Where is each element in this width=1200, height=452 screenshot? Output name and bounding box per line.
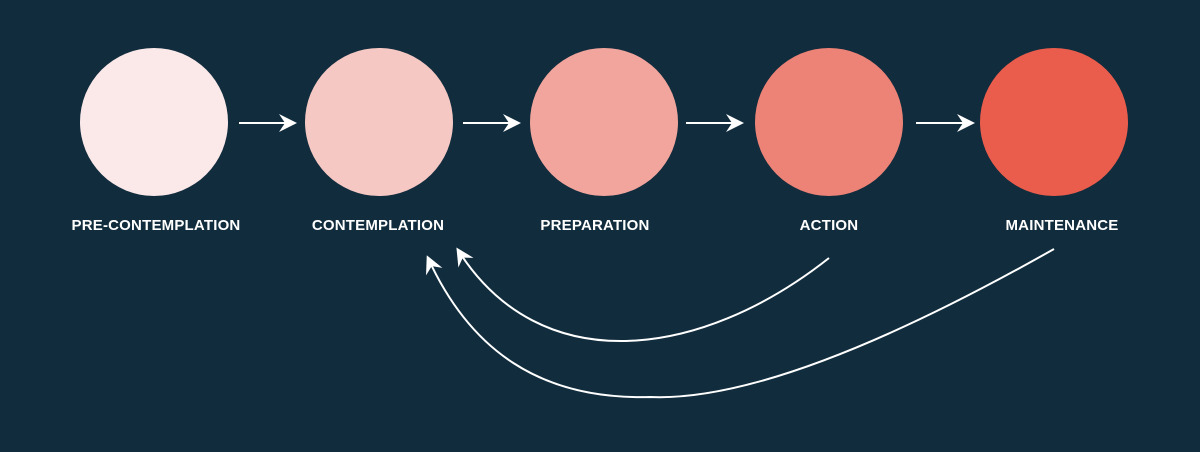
relapse-arrow-maintenance-to-contemplation bbox=[426, 248, 1055, 399]
stage-label-preparation: PREPARATION bbox=[540, 217, 650, 234]
relapse-arrow-action-to-contemplation bbox=[456, 247, 830, 342]
stage-label-maintenance: MAINTENANCE bbox=[1005, 217, 1119, 234]
stage-label-action: ACTION bbox=[799, 217, 859, 234]
stage-circle-pre-contemplation bbox=[80, 48, 228, 196]
stage-label-contemplation: CONTEMPLATION bbox=[311, 217, 445, 234]
stage-circle-action bbox=[755, 48, 903, 196]
stage-circle-preparation bbox=[530, 48, 678, 196]
stage-circle-maintenance bbox=[980, 48, 1128, 196]
stage-circle-contemplation bbox=[305, 48, 453, 196]
stage-label-pre-contemplation: PRE-CONTEMPLATION bbox=[71, 217, 241, 234]
